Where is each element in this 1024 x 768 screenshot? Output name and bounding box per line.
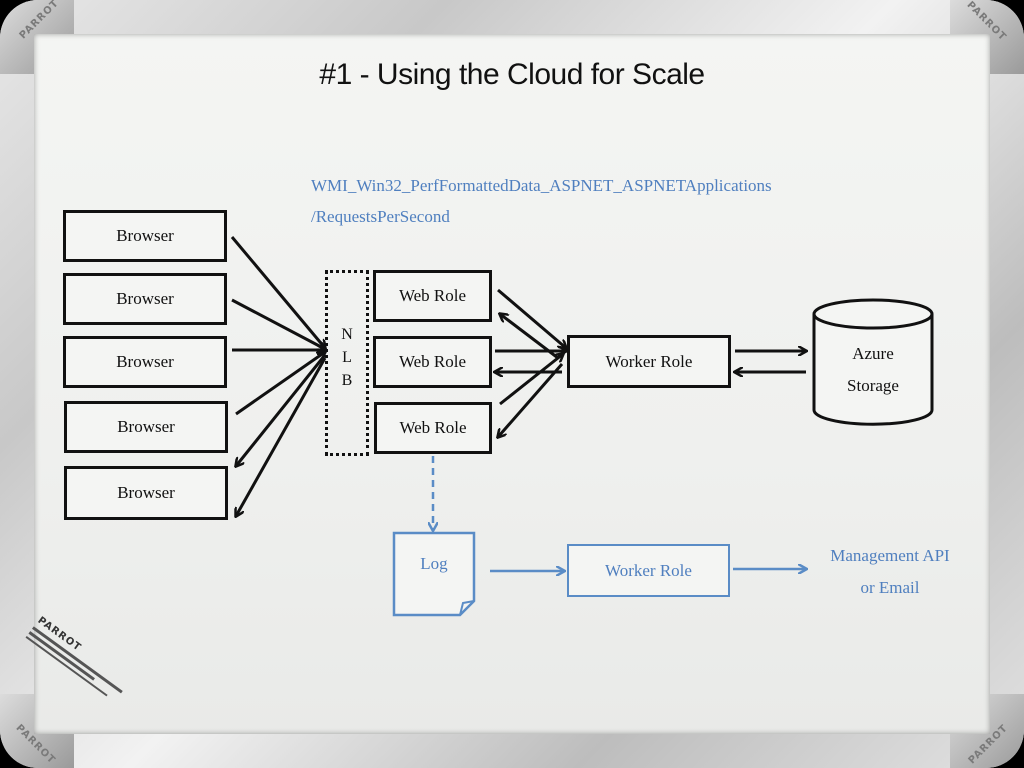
- storage-label-line2: Storage: [847, 376, 899, 395]
- log-fold: [459, 600, 475, 616]
- browser-box: Browser: [63, 273, 227, 325]
- network-load-balancer: N L B: [325, 270, 369, 456]
- azure-storage-label: Azure Storage: [812, 338, 934, 402]
- nlb-letter: L: [342, 349, 352, 366]
- storage-label-line1: Azure: [852, 344, 894, 363]
- browser-box: Browser: [63, 336, 227, 388]
- azure-storage-cylinder: [812, 298, 934, 426]
- web-role-box: Web Role: [374, 402, 492, 454]
- management-line2: or Email: [860, 578, 920, 597]
- nlb-letter: N: [341, 326, 353, 343]
- log-document-icon: [392, 531, 476, 617]
- browser-box: Browser: [64, 401, 228, 453]
- browser-box: Browser: [64, 466, 228, 520]
- worker-role-box: Worker Role: [567, 335, 731, 388]
- perf-counter-line2: /RequestsPerSecond: [311, 207, 450, 226]
- management-api-label: Management API or Email: [815, 540, 965, 604]
- perf-counter-line1: WMI_Win32_PerfFormattedData_ASPNET_ASPNE…: [311, 176, 772, 195]
- browser-nlb-arrows: [230, 236, 325, 516]
- worker-storage-arrows: [735, 351, 806, 372]
- web-role-box: Web Role: [373, 336, 492, 388]
- slide-title: #1 - Using the Cloud for Scale: [319, 58, 705, 91]
- management-line1: Management API: [830, 546, 950, 565]
- web-worker-arrows: [495, 288, 566, 437]
- nlb-letter: B: [341, 372, 353, 389]
- worker-role-box-2: Worker Role: [567, 544, 730, 597]
- browser-box: Browser: [63, 210, 227, 262]
- web-role-box: Web Role: [373, 270, 492, 322]
- logging-flow-arrows: [433, 456, 806, 571]
- log-label: Log: [420, 554, 448, 573]
